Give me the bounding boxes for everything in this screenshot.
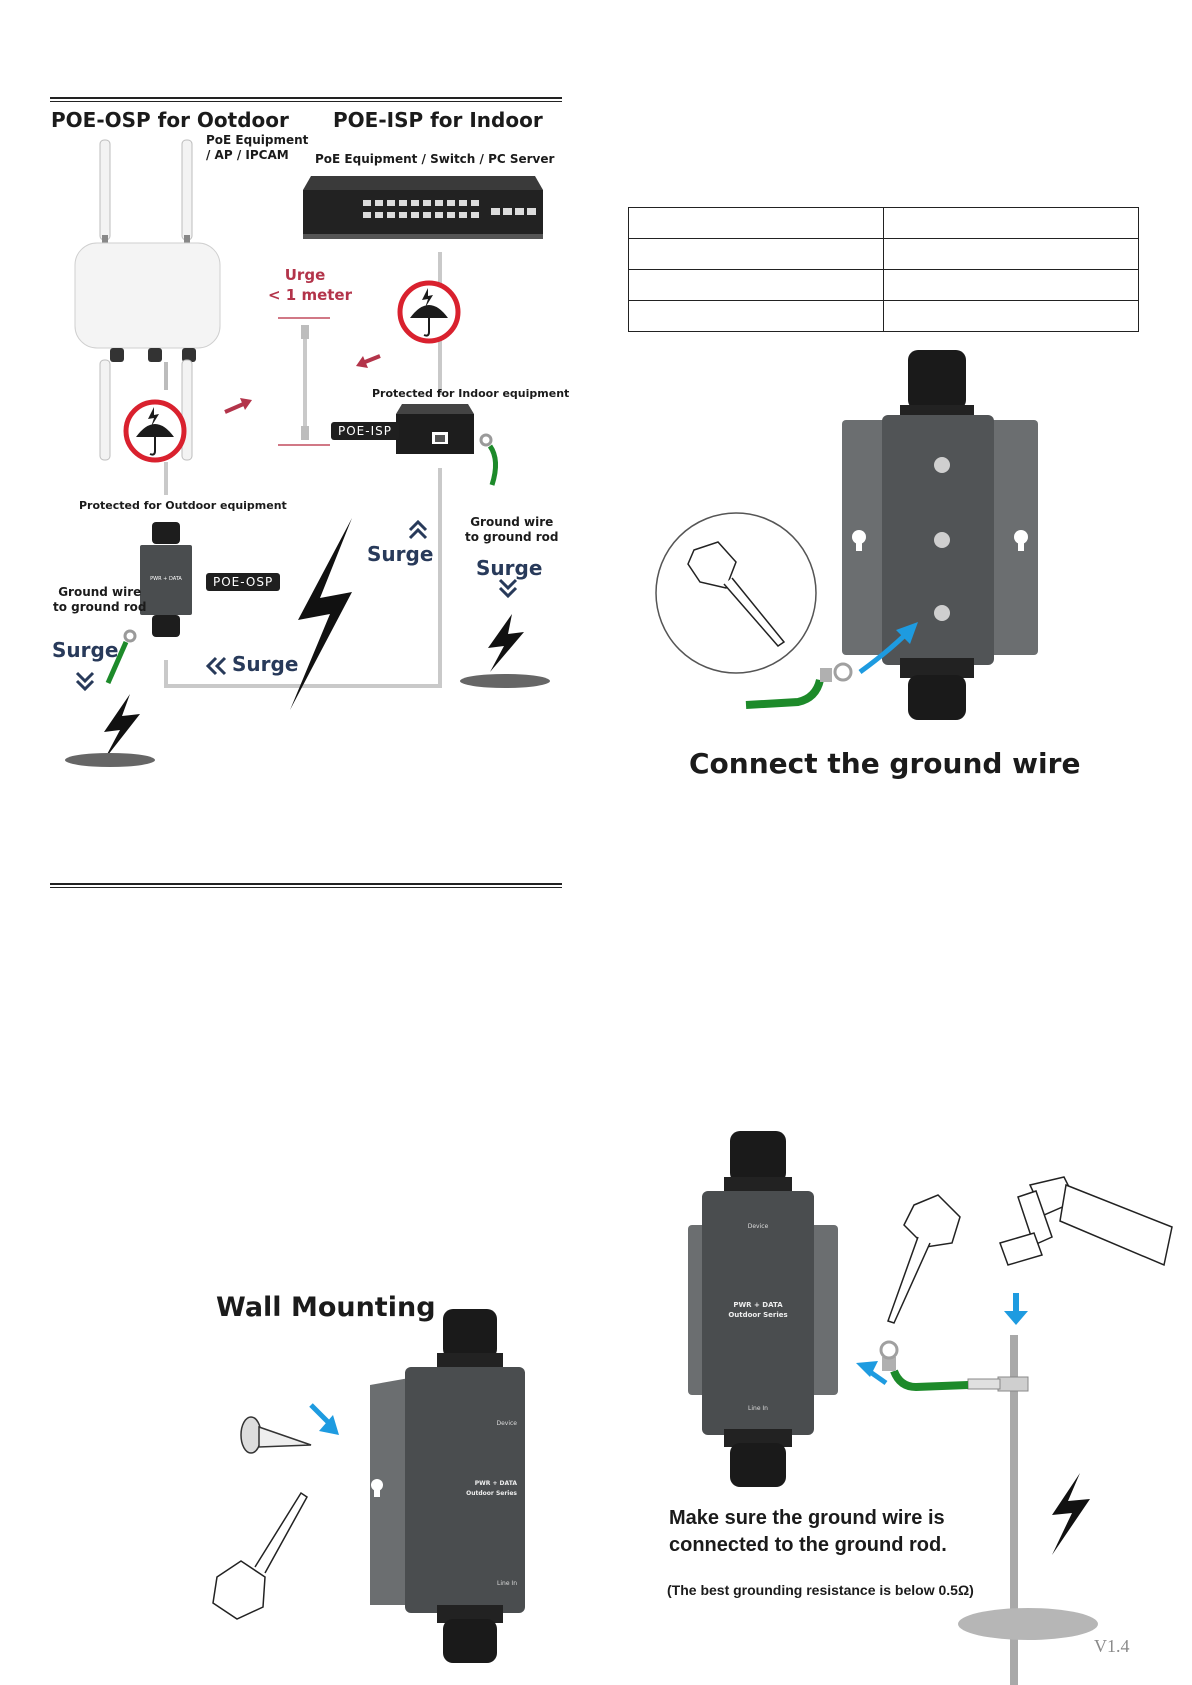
wall-mounting-caption: Wall Mounting [216,1292,436,1323]
surge-label-middle: Surge [367,542,434,566]
surge-label-bottom: Surge [232,652,299,676]
protected-indoor-label: Protected for Indoor equipment [372,387,570,400]
urge-distance-label: Urge < 1 meter [268,266,352,304]
ground-wire-right-label: Ground wire to ground rod [465,515,559,544]
poe-equipment-switch-label: PoE Equipment / Switch / PC Server [315,152,555,166]
connect-ground-caption: Connect the ground wire [689,747,1081,780]
section-rule-top [50,97,562,102]
rod-device-label-linein: Line In [748,1405,768,1412]
indoor-heading: POE-ISP for Indoor [333,108,543,132]
left-wiring-diagram: PWR + DATA [65,252,550,767]
table-row [628,300,1139,332]
connect-ground-illustration [655,350,1038,720]
wall-device-label-device: Device [496,1420,517,1427]
version-label: V1.4 [1094,1636,1130,1656]
ground-wire-left-label: Ground wire to ground rod [53,585,147,614]
section-rule-middle [50,883,562,888]
protected-outdoor-label: Protected for Outdoor equipment [79,499,287,512]
table-row [628,238,1139,270]
table-row [628,207,1139,239]
poe-osp-tag: POE-OSP [206,573,281,591]
poe-equipment-ap-label: PoE Equipment / AP / IPCAM [206,133,309,162]
rod-device-label-pwr: PWR + DATA [733,1301,783,1309]
wall-device-label-series: Outdoor Series [466,1490,517,1497]
surge-label-right: Surge [476,556,543,580]
wall-device-label-linein: Line In [497,1580,517,1587]
grounding-resistance-note: (The best grounding resistance is below … [667,1582,974,1598]
poe-isp-tag: POE-ISP [331,422,399,440]
rod-device-label-device: Device [748,1223,769,1230]
wall-mounting-illustration: Device PWR + DATA Outdoor Series Line In [212,1309,525,1663]
network-switch-illustration [303,176,543,239]
surge-label-left: Surge [52,638,119,662]
table-row [628,269,1139,301]
spec-table [628,207,1139,332]
outdoor-heading: POE-OSP for Ootdoor [51,108,289,132]
ground-rod-illustration: Device PWR + DATA Outdoor Series Line In [688,1131,1173,1685]
ground-rod-note: Make sure the ground wire is connected t… [669,1507,947,1556]
rod-device-label-series: Outdoor Series [728,1311,787,1319]
wall-device-label-pwr: PWR + DATA [475,1480,518,1487]
svg-text:PWR + DATA: PWR + DATA [150,576,182,582]
